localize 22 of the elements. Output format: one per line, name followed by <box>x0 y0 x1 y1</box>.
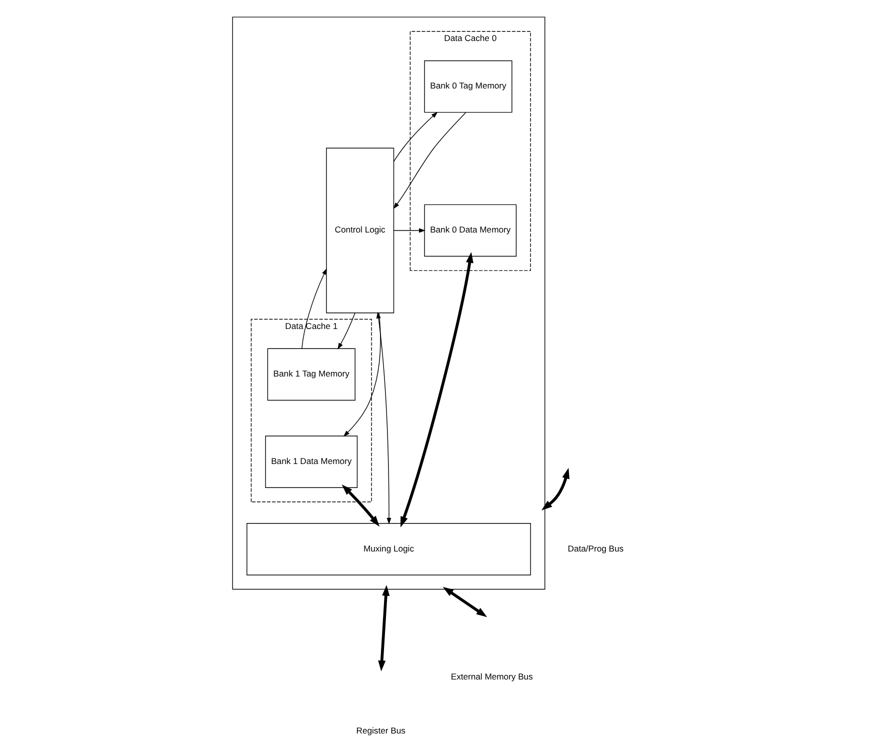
label: External Memory Bus <box>450 672 533 682</box>
arrow <box>442 586 488 618</box>
node-box: Muxing Logic <box>246 523 531 576</box>
node-box: Bank 1 Tag Memory <box>267 348 356 401</box>
node-box: Bank 0 Data Memory <box>424 204 517 257</box>
node-box: Bank 1 Data Memory <box>265 436 358 488</box>
arrow <box>393 112 466 209</box>
arrow <box>342 484 380 527</box>
cluster <box>232 16 546 590</box>
arrow <box>393 112 438 162</box>
arrow <box>378 584 390 672</box>
label: Data/Prog Bus <box>568 543 624 554</box>
arrow <box>394 228 426 233</box>
arrow <box>400 252 474 528</box>
arrow <box>343 312 381 437</box>
arrow <box>302 268 327 349</box>
arrow <box>338 312 356 350</box>
node-box: Bank 0 Tag Memory <box>424 60 512 113</box>
node-box: Control Logic <box>326 148 394 314</box>
arrow <box>541 468 570 510</box>
arrow <box>376 312 392 524</box>
label: Register Bus <box>356 725 406 736</box>
